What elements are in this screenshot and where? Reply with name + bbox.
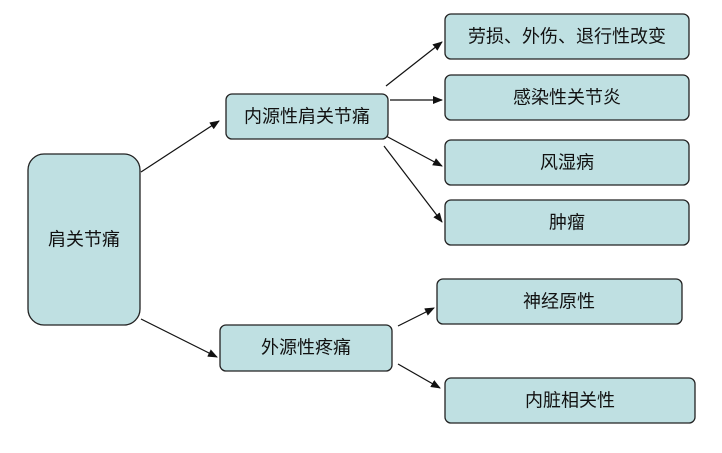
- edge-internal-to-tumor: [383, 145, 443, 223]
- edge-external-to-visceral: [397, 363, 441, 389]
- node-infectious-arthritis: 感染性关节炎: [444, 74, 690, 121]
- node-rheumatism: 风湿病: [444, 139, 690, 186]
- node-internal-label: 内源性肩关节痛: [244, 107, 370, 128]
- node-visceral-related: 内脏相关性: [444, 377, 696, 424]
- node-external-pain: 外源性疼痛: [219, 324, 393, 372]
- edges: [140, 41, 443, 389]
- edge-root-to-external: [140, 318, 218, 358]
- edge-root-to-internal: [140, 120, 220, 173]
- edge-internal-to-strain: [385, 41, 443, 87]
- edge-internal-to-rheumatism: [385, 135, 443, 167]
- node-strain-trauma-degeneration: 劳损、外伤、退行性改变: [444, 13, 690, 60]
- node-neurogenic-label: 神经原性: [523, 292, 595, 313]
- node-root: 肩关节痛: [27, 153, 141, 326]
- edge-external-to-neurogenic: [397, 307, 435, 327]
- node-rheumatism-label: 风湿病: [540, 153, 594, 174]
- node-tumor: 肿瘤: [444, 199, 690, 246]
- node-tumor-label: 肿瘤: [549, 213, 585, 234]
- node-neurogenic: 神经原性: [436, 278, 683, 325]
- node-infectious-label: 感染性关节炎: [513, 88, 621, 109]
- node-internal-shoulder-pain: 内源性肩关节痛: [225, 93, 389, 140]
- node-visceral-label: 内脏相关性: [525, 391, 615, 412]
- node-external-label: 外源性疼痛: [261, 338, 351, 359]
- node-strain-label: 劳损、外伤、退行性改变: [468, 27, 666, 48]
- node-root-label: 肩关节痛: [48, 230, 120, 251]
